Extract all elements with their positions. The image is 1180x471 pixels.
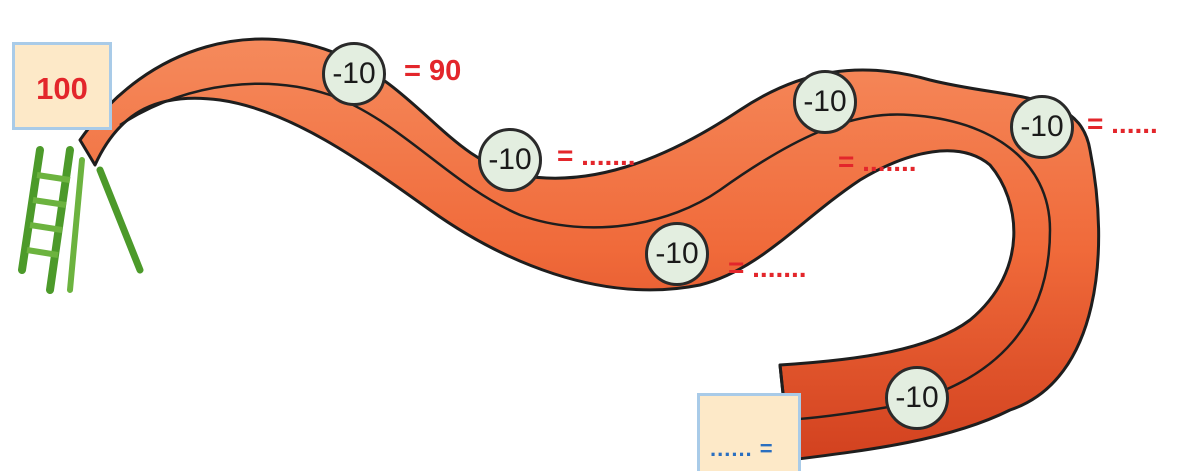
step-circle-1: -10 [322, 42, 386, 106]
step-circle-2: -10 [478, 128, 542, 192]
step-circle-5: -10 [1010, 95, 1074, 159]
end-answer: ...... = [710, 436, 774, 462]
step-result-1: = 90 [404, 55, 461, 88]
step-circle-6: -10 [885, 366, 949, 430]
step-result-5[interactable]: = ...... [1087, 108, 1158, 140]
step-result-3[interactable]: = ....... [728, 252, 807, 284]
step-result-4[interactable]: = ....... [838, 146, 917, 178]
start-value: 100 [15, 71, 109, 107]
ladder-icon [22, 150, 140, 290]
end-answer-box[interactable]: ...... = [697, 393, 801, 471]
step-circle-3: -10 [645, 222, 709, 286]
step-circle-4: -10 [793, 70, 857, 134]
start-value-box: 100 [12, 42, 112, 130]
step-result-2[interactable]: = ....... [557, 140, 636, 172]
